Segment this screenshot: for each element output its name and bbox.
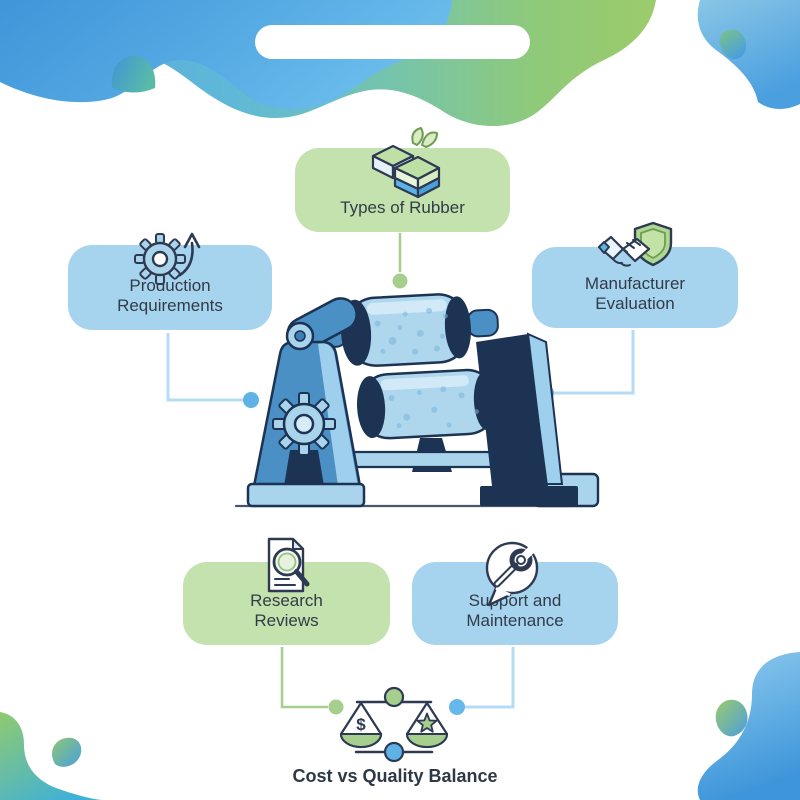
machine-crossbar xyxy=(348,450,556,469)
top-roller xyxy=(314,293,499,367)
rubber-stack-leaves-icon xyxy=(365,126,441,202)
footer-label: Cost vs Quality Balance xyxy=(292,766,498,786)
card-research-reviews: Research Reviews xyxy=(183,537,390,645)
title-pill xyxy=(255,25,530,59)
dollar-symbol: $ xyxy=(356,715,366,734)
card-label: Manufacturer Evaluation xyxy=(584,273,686,314)
machine-gear xyxy=(272,392,336,456)
bottom-roller xyxy=(357,368,523,440)
card-label: Types of Rubber xyxy=(340,198,465,218)
connector-top xyxy=(392,233,408,289)
connector-right xyxy=(538,330,635,401)
card-manufacturer-evaluation: Manufacturer Evaluation xyxy=(532,221,738,328)
scale-top-knob xyxy=(383,686,405,708)
connector-dot-bottom-right xyxy=(449,699,465,715)
handshake-shield-icon xyxy=(597,215,673,291)
bottom-left-blob xyxy=(0,712,104,800)
connector-dot-left xyxy=(243,392,259,408)
star-icon xyxy=(416,712,438,733)
connector-dot-bottom-left xyxy=(328,699,344,715)
balance-scale-icon: $ xyxy=(339,686,449,763)
bottom-right-teardrop xyxy=(715,699,748,737)
machine-right-stand xyxy=(476,332,600,508)
card-support-maintenance: Support and Maintenance xyxy=(412,541,618,645)
card-label: Research Reviews xyxy=(250,590,323,631)
gear-up-arrow-icon xyxy=(132,217,208,293)
wrench-speech-bubble-icon xyxy=(477,538,553,614)
card-production-requirements: Production Requirements xyxy=(68,232,272,330)
bottom-left-teardrop xyxy=(52,737,82,767)
connector-dot-right xyxy=(538,385,554,401)
card-label: Production Requirements xyxy=(117,275,223,316)
bottom-right-blob xyxy=(697,652,800,800)
connector-bottom-right xyxy=(449,647,515,715)
connector-dot-top xyxy=(392,273,408,289)
connector-bottom-left xyxy=(280,647,344,715)
scale-bottom-knob xyxy=(383,741,405,763)
top-right-blob xyxy=(697,0,800,109)
machine-strut xyxy=(412,438,452,472)
card-types-of-rubber: Types of Rubber xyxy=(295,127,510,232)
document-magnifier-icon xyxy=(249,533,325,609)
top-dome-blob xyxy=(111,56,156,93)
top-right-teardrop xyxy=(719,29,747,60)
top-blob-back xyxy=(0,0,656,126)
connector-left xyxy=(166,333,259,408)
